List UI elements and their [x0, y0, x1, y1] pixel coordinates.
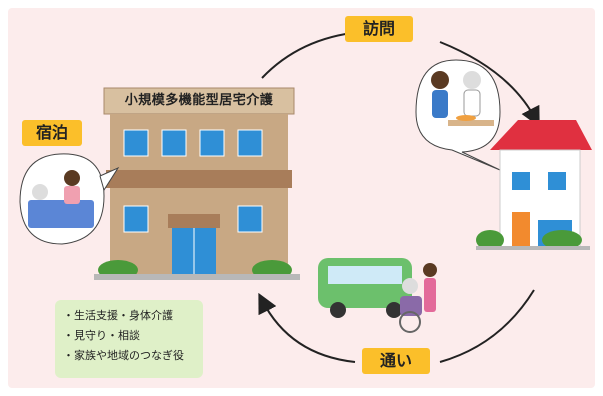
bus-illustration [318, 258, 437, 333]
note-item: ・生活支援・身体介護 [63, 309, 173, 322]
services-notes: ・生活支援・身体介護 ・見守り・相談 ・家族や地域のつなぎ役 [55, 300, 203, 378]
facility-name: 小規模多機能型居宅介護 [124, 93, 274, 108]
bed-illustration [19, 153, 120, 245]
visit-label: 訪問 [345, 16, 413, 42]
day-service-label: 通い [362, 348, 430, 374]
stay-label: 宿泊 [22, 120, 82, 146]
home-illustration [476, 120, 592, 250]
note-item: ・見守り・相談 [63, 329, 140, 342]
building-illustration [94, 87, 300, 280]
caregiver-illustration [415, 59, 501, 171]
home-sign: ご自宅 [525, 154, 567, 170]
note-item: ・家族や地域のつなぎ役 [63, 349, 184, 362]
